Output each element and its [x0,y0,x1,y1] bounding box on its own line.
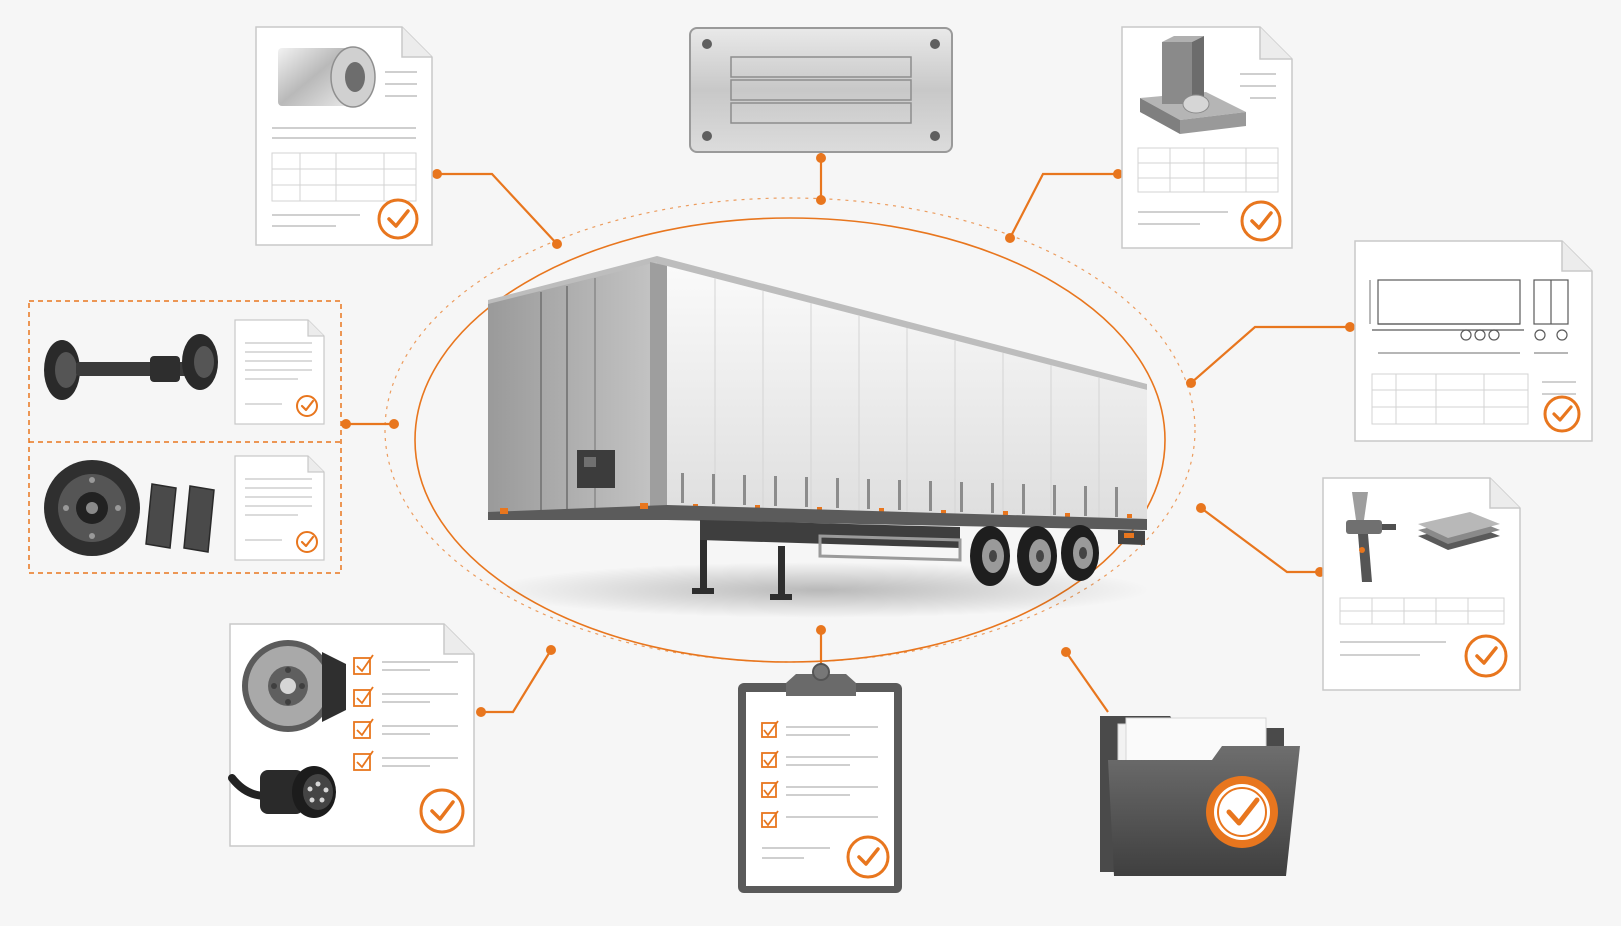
trailer-connector-icon [228,766,336,818]
inner-ring [414,217,1166,663]
coating-certificate [1322,477,1521,691]
welding-certificate [1121,26,1293,249]
check-badge-icon [1464,634,1508,678]
trailer-drawing-icon [1369,279,1569,354]
check-badge-icon [377,198,419,240]
coating-panels-icon [1418,512,1500,550]
documentation-folder [1100,716,1300,876]
outer-dashed-ring [384,197,1196,663]
check-badge-icon [1543,395,1581,433]
connector-lines [346,152,1350,714]
connector-dots [341,153,1355,717]
identification-plate [689,27,953,153]
inspection-clipboard [738,663,902,893]
vin-plate-icon [689,27,953,153]
brake-connector-checklist [228,623,475,847]
brake-disc-icon [242,640,346,732]
check-badge-icon [1240,200,1282,242]
material-certificate [255,26,433,246]
check-badge-icon [296,531,318,553]
technical-drawing [1354,240,1593,442]
spray-gun-icon [1346,492,1396,582]
check-badge-icon [419,788,465,834]
check-badge-icon [846,835,890,879]
steel-tube-icon [278,46,376,108]
check-badge-icon [296,395,318,417]
weld-joint-icon [1140,36,1246,134]
seal-check-icon [1206,776,1278,848]
axle-and-brake-group [28,300,342,574]
checklist-items [761,720,878,859]
brake-document [234,455,325,561]
brake-shoes-icon [145,483,215,553]
trailer-icon [488,256,1150,618]
axle-icon [44,334,218,400]
brake-drum-icon [44,460,140,556]
axle-document [234,319,325,425]
checklist-items [353,654,458,771]
